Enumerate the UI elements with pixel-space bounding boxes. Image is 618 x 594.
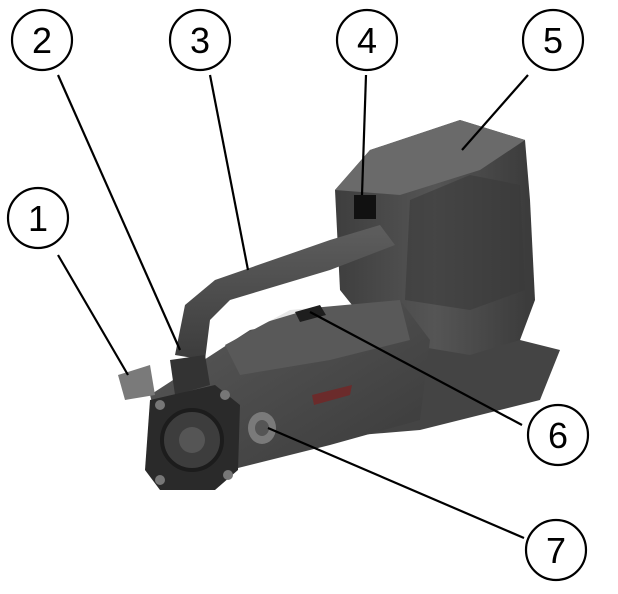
callout-circle [335,8,399,72]
front-collet-center [179,427,205,453]
callout-1: 1 [6,186,70,250]
leader-line-5 [461,74,529,151]
callout-5: 5 [521,8,585,72]
plate-bolt [223,470,233,480]
leader-line-7 [267,426,525,540]
side-port-inner [255,420,269,436]
callout-4: 4 [335,8,399,72]
callout-number: 2 [32,20,52,61]
leader-line-1 [57,254,129,376]
callout-circle [521,8,585,72]
battery-top [335,120,525,195]
callout-circle [10,8,74,72]
plate-bolt [155,475,165,485]
leader-line-3 [208,74,250,271]
leader-line-6 [309,311,523,426]
tool-illustration [118,120,560,490]
upper-housing [225,300,410,375]
callout-number: 4 [357,20,377,61]
callout-7: 7 [524,518,588,582]
callout-circle [6,186,70,250]
left-connector [118,365,155,400]
callout-number: 3 [190,20,210,61]
callout-6: 6 [526,403,590,467]
callout-2: 2 [10,8,74,72]
power-switch [354,195,376,219]
callout-3: 3 [168,8,232,72]
plate-bolt [155,400,165,410]
callout-circle [526,403,590,467]
leader-line-4 [360,74,368,196]
carry-handle [175,225,395,360]
battery-panel [405,175,525,310]
leader-lines [56,74,529,540]
brand-mark [312,385,352,405]
callout-number: 7 [546,530,566,571]
callout-number: 6 [548,415,568,456]
plate-bolt [220,390,230,400]
handle-opening [225,280,340,330]
leader-line-2 [56,74,182,351]
callout-circle [168,8,232,72]
callout-number: 5 [543,20,563,61]
callout-circle [524,518,588,582]
callout-number: 1 [28,198,48,239]
handle-post [170,355,210,395]
